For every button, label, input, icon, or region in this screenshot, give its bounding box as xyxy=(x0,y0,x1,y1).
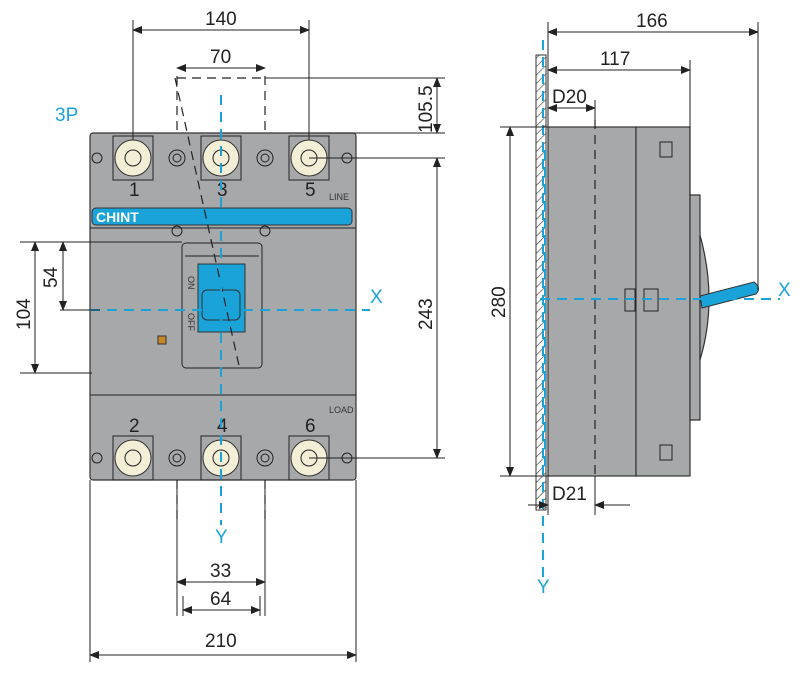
warning-icon xyxy=(157,335,167,345)
line-label: LINE xyxy=(329,192,349,202)
y-axis-label-side: Y xyxy=(537,577,550,598)
brand-logo: CHINT xyxy=(96,209,139,225)
dim-140: 140 xyxy=(205,9,237,30)
front-view: CHINT LINE LOAD 1 3 5 2 4 6 xyxy=(89,76,370,525)
dim-243: 243 xyxy=(416,298,437,330)
dim-70: 70 xyxy=(210,47,231,68)
dim-105-5: 105.5 xyxy=(416,85,437,133)
dim-104: 104 xyxy=(14,298,35,330)
side-handle xyxy=(699,281,760,309)
load-label: LOAD xyxy=(329,405,354,415)
dim-166: 166 xyxy=(636,11,668,32)
dim-64: 64 xyxy=(210,589,232,610)
terminal-4: 4 xyxy=(217,416,228,437)
dim-117: 117 xyxy=(600,49,630,70)
x-axis-label-front: X xyxy=(370,287,383,308)
y-axis-label-front: Y xyxy=(215,527,228,548)
terminal-3: 3 xyxy=(217,180,228,201)
terminal-5: 5 xyxy=(305,180,316,201)
off-label: OFF xyxy=(186,313,196,331)
terminal-2: 2 xyxy=(129,416,140,437)
side-dimension-lines xyxy=(500,22,759,515)
dim-210: 210 xyxy=(205,631,237,652)
dim-280: 280 xyxy=(489,286,510,318)
terminal-6: 6 xyxy=(305,416,316,437)
dim-54: 54 xyxy=(41,266,62,288)
pole-count-label: 3P xyxy=(55,105,78,126)
side-view xyxy=(535,40,780,578)
dim-d21: D21 xyxy=(552,484,587,505)
x-axis-label-side: X xyxy=(778,280,791,301)
terminal-1: 1 xyxy=(129,180,140,201)
front-dimension-lines xyxy=(20,20,445,662)
dim-33: 33 xyxy=(210,561,231,582)
on-label: ON xyxy=(186,276,196,290)
dim-d20: D20 xyxy=(552,87,587,108)
